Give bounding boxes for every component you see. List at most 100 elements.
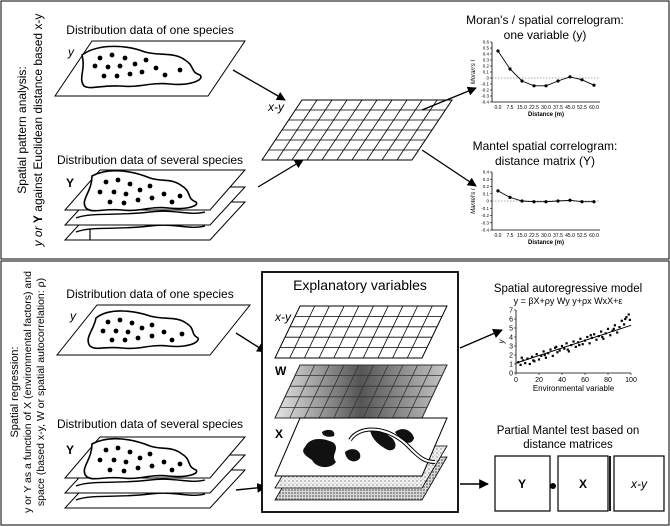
data-point [589, 334, 592, 337]
layer-xy-col-line [348, 305, 374, 359]
layer-w-col-line [406, 364, 433, 419]
y-tick-label: 0.4 [483, 170, 490, 175]
x-tick-label: 60 [581, 377, 589, 384]
y-tick-label: -0.1 [481, 206, 489, 211]
data-point [572, 340, 575, 343]
bottom-var-y: y [69, 309, 77, 323]
data-point [560, 344, 564, 348]
partial-mantel-title-line1: Partial Mantel test based on [497, 425, 640, 437]
layer-xy-col-line [333, 305, 360, 359]
y-tick-label: 0.1 [483, 70, 490, 75]
matrix-box-Y [494, 455, 551, 512]
data-point [519, 363, 522, 366]
matrix-label-xy: x-y [630, 477, 648, 491]
x-tick-label: 52.5 [577, 233, 587, 239]
data-point [627, 313, 630, 316]
top-several-species-title: Distribution data of several species [57, 153, 243, 167]
y-tick-label: 0.3 [483, 58, 490, 63]
top-side-label-line2: y or Y against Euclidean distance based … [31, 14, 45, 248]
top-var-Y: Y [66, 176, 74, 190]
data-point [558, 349, 561, 352]
data-point [568, 198, 572, 202]
matrix-label-Y: Y [518, 477, 526, 491]
data-point [579, 337, 582, 340]
data-point [542, 350, 545, 353]
x-tick-label: 60.0 [589, 105, 599, 111]
data-point [563, 347, 566, 350]
data-point [618, 326, 621, 329]
layer-w-col-line [289, 364, 316, 419]
data-point [592, 83, 596, 87]
arrow-to-sar [459, 328, 503, 349]
data-point [592, 200, 596, 204]
x-tick-label: 0.0 [495, 233, 502, 239]
x-axis-label: Environmental variable [533, 384, 615, 393]
y-tick-label: 0.4 [483, 52, 490, 57]
bottom-several-species-maps [63, 436, 247, 509]
layer-xy-col-line [392, 305, 418, 359]
data-point [609, 334, 612, 337]
arrow-grid-to-mantel [421, 149, 477, 187]
data-point [520, 199, 524, 203]
data-point [554, 346, 557, 349]
y-tick-label: 0 [486, 76, 489, 81]
data-point [496, 189, 500, 193]
data-point [532, 200, 536, 204]
layer-X-environment [274, 417, 448, 501]
layer-w-col-line [333, 364, 360, 419]
y-tick-label: -0.3 [481, 94, 489, 99]
data-point [549, 348, 552, 351]
data-point [580, 78, 584, 82]
x-tick-label: 0 [514, 377, 518, 384]
sar-title: Spatial autoregressive model [494, 283, 642, 295]
bottom-side-label: Spatial regression: y or Y as a function… [9, 271, 47, 513]
data-point [620, 319, 623, 322]
data-point [606, 327, 610, 330]
data-point [556, 79, 560, 83]
layer-xy-grid [274, 305, 448, 359]
matrix-box-xy [613, 455, 665, 512]
y-tick-label: 0 [486, 199, 489, 204]
series-line [497, 190, 594, 203]
mantel-title-line1: Mantel spatial correlogram: [473, 139, 618, 153]
y-tick-label: 7 [509, 308, 513, 315]
y-tick-label: 5 [509, 326, 513, 333]
data-point [580, 200, 584, 204]
layer-w-col-line [304, 364, 330, 419]
y-tick-label: 0.2 [483, 64, 490, 69]
data-point [593, 333, 596, 336]
data-point [547, 352, 550, 355]
y-tick-label: 2 [509, 353, 513, 360]
y-tick-label: 0.3 [483, 177, 490, 182]
x-tick-label: 0.0 [495, 105, 502, 111]
x-tick-label: 15.0 [517, 233, 527, 239]
y-axis-label: Mantel's r [471, 187, 477, 214]
data-point [600, 330, 603, 333]
top-one-species-points [92, 52, 183, 79]
layer-xy-outline [274, 305, 448, 359]
y-tick-label: 0.2 [483, 184, 490, 189]
x-tick-label: 60.0 [589, 233, 599, 239]
y-tick-label: -0.4 [481, 228, 489, 233]
top-grid-label: x-y [267, 100, 285, 114]
y-axis-label: Moran's I [471, 59, 477, 84]
bottom-panel-border [0, 260, 670, 526]
data-point [540, 354, 543, 357]
x-tick-label: 45.0 [565, 105, 575, 111]
x-tick-label: 22.5 [529, 233, 539, 239]
x-tick-label: 22.5 [529, 105, 539, 111]
data-point [526, 357, 529, 360]
data-point [595, 338, 598, 341]
moran-title-line1: Moran's / spatial correlogram: [466, 13, 624, 27]
data-point [528, 362, 531, 366]
arrow-grid-to-moran [421, 86, 477, 111]
dot-separator [550, 483, 556, 489]
data-point [574, 345, 577, 348]
data-point [532, 359, 535, 362]
layer-w-col-line [392, 364, 418, 419]
data-point [551, 354, 554, 357]
data-point [535, 353, 538, 356]
x-tick-label: 40 [558, 377, 566, 384]
data-point [611, 329, 614, 332]
data-point [625, 316, 628, 319]
